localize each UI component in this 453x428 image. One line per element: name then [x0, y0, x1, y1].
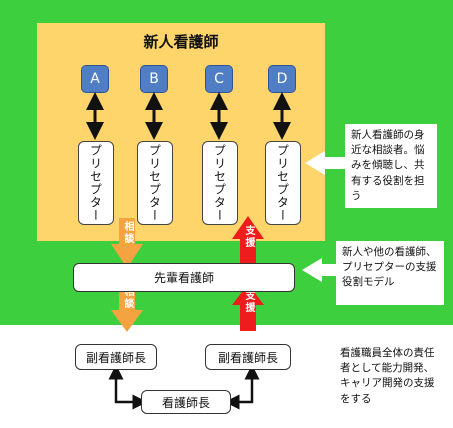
nurse-d-box: D	[268, 65, 296, 93]
pointer-arrow-3	[296, 356, 334, 380]
support-label-lower: 支援	[243, 290, 254, 314]
new-nurse-title: 新人看護師	[143, 33, 219, 51]
support-label-upper: 支援	[243, 225, 254, 249]
preceptor-label: プリセプター	[88, 144, 103, 222]
callout-head-role: 看護職員全体の責任者として能力開発、キャリア開発の支援をする	[334, 342, 446, 406]
callout-senior-role: 新人や他の看護師、プリセプターの支援役割モデル	[336, 241, 444, 305]
preceptor-box-a: プリセプター	[78, 141, 114, 225]
head-nurse-box: 看護師長	[141, 390, 231, 414]
preceptor-box-d: プリセプター	[265, 141, 301, 225]
vice-head-left-box: 副看護師長	[75, 344, 157, 370]
preceptor-label: プリセプター	[275, 144, 290, 222]
nurse-a-box: A	[81, 65, 109, 93]
preceptor-box-c: プリセプター	[202, 141, 238, 225]
consult-label-upper: 相談	[122, 221, 133, 245]
support-arrow-upper	[232, 216, 264, 265]
vice-head-right-box: 副看護師長	[205, 344, 291, 370]
nurse-c-box: C	[205, 65, 233, 93]
preceptor-label: プリセプター	[147, 144, 162, 222]
connector-right	[224, 364, 260, 410]
nurse-b-box: B	[140, 65, 168, 93]
preceptor-label: プリセプター	[212, 144, 227, 222]
connector-left	[108, 364, 148, 410]
pointer-arrow-1	[305, 151, 345, 175]
callout-preceptor-role: 新人看護師の身近な相談者。悩みを傾聴し、共有する役割を担う	[345, 124, 437, 208]
consult-label-lower: 相談	[122, 286, 133, 310]
consult-arrow-lower	[111, 283, 143, 332]
support-arrow-lower	[232, 284, 264, 331]
senior-nurse-box: 先輩看護師	[73, 263, 295, 292]
consult-arrow-upper	[111, 218, 143, 268]
preceptor-box-b: プリセプター	[137, 141, 173, 225]
pointer-arrow-2	[302, 258, 340, 282]
